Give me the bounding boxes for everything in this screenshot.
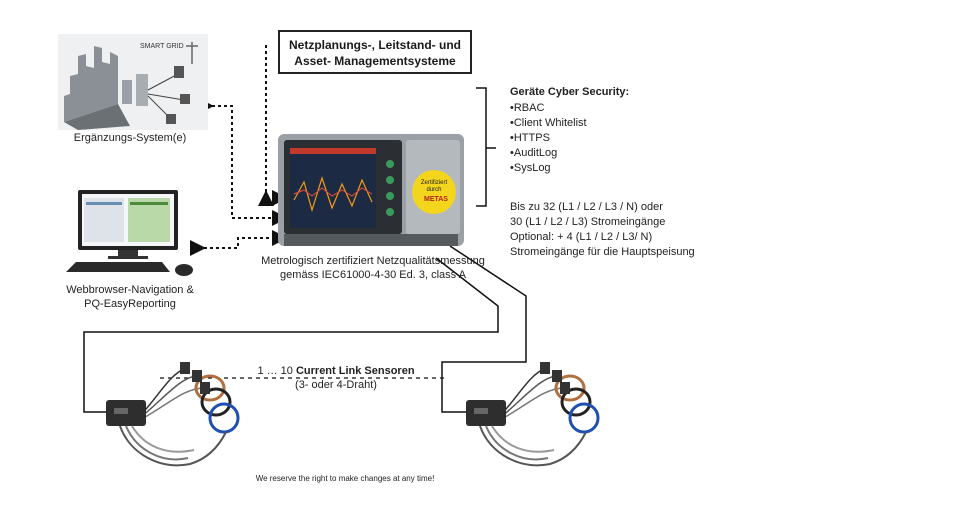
- sensors-subtitle: (3- oder 4-Draht): [295, 379, 377, 391]
- current-sensor-group-2: [466, 362, 600, 467]
- spec-line2: 30 (L1 / L2 / L3) Stromeingänge: [510, 216, 666, 228]
- smart-grid-illustration: SMART GRID: [58, 34, 208, 130]
- cyber-item-https: HTTPS: [510, 131, 690, 146]
- badge-line2: durch: [426, 187, 441, 193]
- spec-line4: Stromeingänge für die Hauptspeisung: [510, 246, 695, 258]
- cyber-item-whitelist: Client Whitelist: [510, 116, 690, 131]
- dotted-link-workstation: [190, 230, 288, 256]
- management-systems-line1: Netzplanungs-, Leitstand- und: [289, 38, 461, 52]
- current-sensor-group-1: [106, 362, 240, 467]
- spec-line3: Optional: + 4 (L1 / L2 / L3/ N): [510, 231, 653, 243]
- cable-sensor-2: [441, 245, 527, 413]
- dotted-link-smartgrid: [198, 98, 288, 226]
- current-inputs-spec: Bis zu 32 (L1 / L2 / L3 / N) oder 30 (L1…: [510, 200, 740, 260]
- smart-grid-caption: Ergänzungs-System(e): [73, 132, 187, 144]
- pq-device-illustration: Zertifiziert durch METAS: [278, 134, 464, 246]
- cyber-security-list: Geräte Cyber Security: RBAC Client White…: [510, 85, 690, 176]
- badge-line1: Zertifiziert: [421, 180, 448, 186]
- spec-line1: Bis zu 32 (L1 / L2 / L3 / N) oder: [510, 201, 663, 213]
- cyber-brace: [476, 87, 496, 207]
- cyber-item-syslog: SysLog: [510, 161, 690, 176]
- device-caption-line2: gemäss IEC61000-4-30 Ed. 3, class A: [280, 269, 466, 281]
- device-caption: Metrologisch zertifiziert Netzqualitätsm…: [238, 254, 508, 282]
- badge-brand: METAS: [424, 196, 448, 203]
- sensors-label: 1 … 10 Current Link Sensoren (3- oder 4-…: [236, 364, 436, 392]
- smart-grid-label: SMART GRID: [140, 43, 184, 50]
- cyber-security-heading: Geräte Cyber Security:: [510, 86, 630, 98]
- sensors-prefix: 1 … 10: [257, 365, 296, 377]
- workstation-caption-line1: Webbrowser-Navigation &: [66, 284, 194, 296]
- workstation-illustration: [66, 190, 193, 276]
- management-systems-line2: Asset- Managementsysteme: [294, 54, 456, 68]
- cyber-item-rbac: RBAC: [510, 101, 690, 116]
- workstation-caption-line2: PQ-EasyReporting: [84, 298, 176, 310]
- cable-sensor-1: [83, 257, 499, 413]
- device-caption-line1: Metrologisch zertifiziert Netzqualitätsm…: [261, 255, 485, 267]
- workstation-caption: Webbrowser-Navigation & PQ-EasyReporting: [40, 283, 220, 311]
- management-systems-box: Netzplanungs-, Leitstand- und Asset- Man…: [278, 30, 472, 74]
- disclaimer: We reserve the right to make changes at …: [255, 474, 435, 483]
- cyber-item-auditlog: AuditLog: [510, 146, 690, 161]
- sensors-title: Current Link Sensoren: [295, 365, 415, 377]
